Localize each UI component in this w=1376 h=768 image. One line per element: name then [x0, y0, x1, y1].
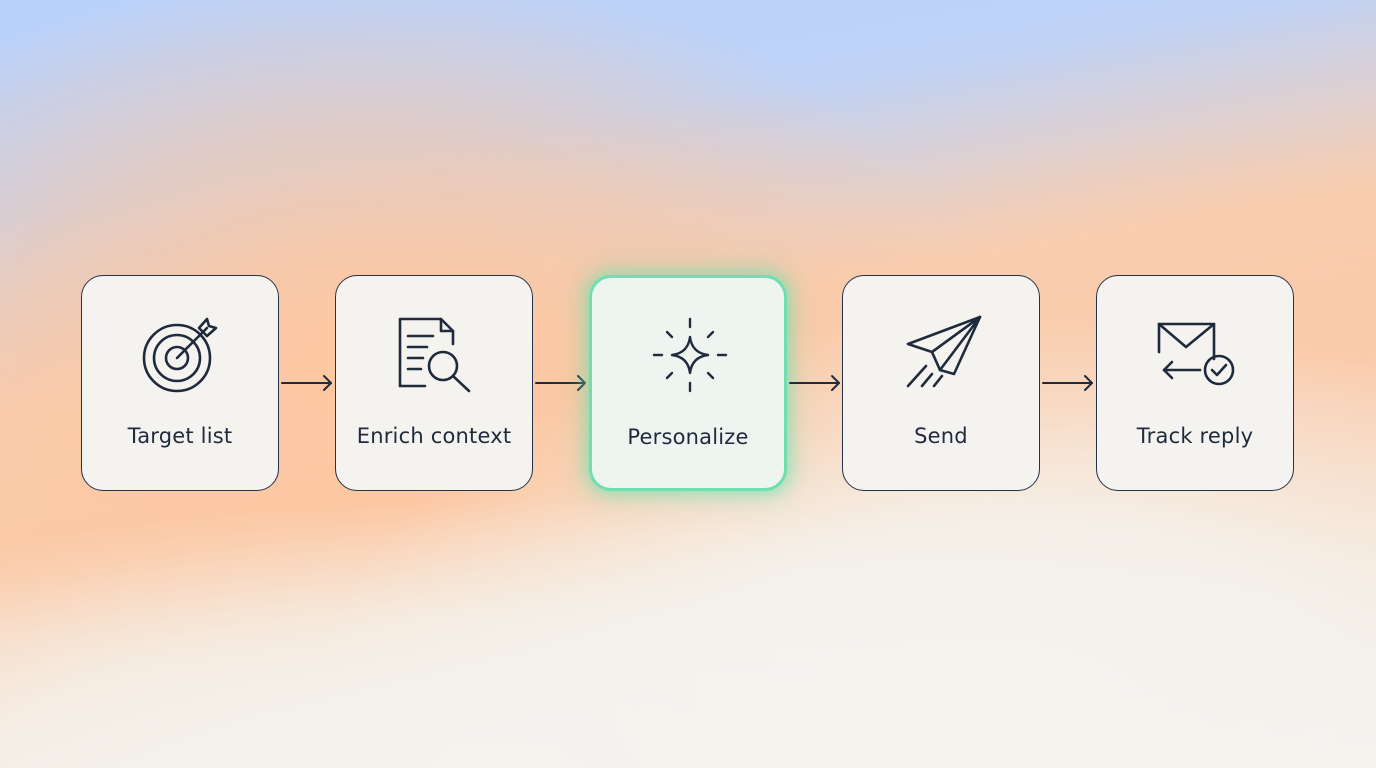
arrow-right-icon	[535, 374, 589, 392]
arrow-right-icon	[789, 374, 843, 392]
target-icon	[141, 314, 221, 394]
paper-plane-icon	[902, 314, 982, 394]
arrow-right-icon	[281, 374, 335, 392]
step-track-reply[interactable]: Track reply	[1096, 275, 1294, 491]
arrow-right-icon	[1042, 374, 1096, 392]
sparkle-icon	[650, 315, 730, 395]
step-target-list[interactable]: Target list	[81, 275, 279, 491]
step-label: Enrich context	[356, 424, 512, 448]
step-label: Personalize	[627, 424, 749, 449]
step-label: Track reply	[1136, 424, 1254, 448]
step-send[interactable]: Send	[842, 275, 1040, 491]
step-personalize[interactable]: Personalize	[589, 275, 787, 491]
mail-check-icon	[1156, 314, 1236, 394]
step-label: Send	[914, 424, 968, 448]
step-enrich-context[interactable]: Enrich context	[335, 275, 533, 491]
document-search-icon	[395, 314, 475, 394]
step-label: Target list	[127, 424, 233, 448]
